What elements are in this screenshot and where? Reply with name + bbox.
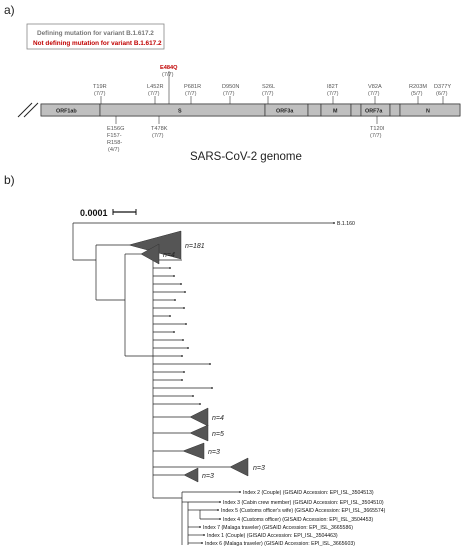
gene-n: [399, 103, 461, 117]
mutation-i82t-count: (7/7): [327, 91, 339, 97]
gene-label-m: M: [333, 109, 338, 115]
mutation-t19r: T19R: [93, 84, 107, 90]
legend-defining: Defining mutation for variant B.1.617.2: [37, 30, 154, 37]
collapsed-clades: [128, 230, 249, 483]
index-4-label: Index 4 (Customs officer) (GISAID Access…: [223, 517, 373, 523]
clade-count-3b: n=3: [253, 465, 265, 472]
mutation-r158-del: R158-: [107, 140, 122, 146]
clade-triangle-3b: [229, 457, 249, 477]
mutation-e484q-count: (7/7): [162, 72, 174, 78]
mutation-d377y: D377Y: [434, 84, 451, 90]
panel-a-label: a): [4, 3, 15, 17]
index-5-label: Index 5 (Customs officer's wife) (GISAID…: [221, 508, 386, 514]
index-2-label: Index 2 (Couple) (GISAID Accession: EPI_…: [243, 490, 374, 496]
mutation-e156g: E156G: [107, 126, 124, 132]
mutation-p681r: P681R: [184, 84, 201, 90]
genome-title: SARS-CoV-2 genome: [190, 151, 302, 163]
gene-label-orf3a: ORF3a: [276, 109, 294, 115]
panel-b-label: b): [4, 173, 15, 187]
clade-count-4a: n=4: [163, 252, 175, 259]
mutation-s26l: S26L: [262, 84, 275, 90]
mutation-d377y-count: (6/7): [436, 91, 448, 97]
phylogenetic-tree: [72, 222, 334, 545]
mutation-l452r: L452R: [147, 84, 163, 90]
mutations-bottom: E156G F157- R158- (4/7) T478K (7/7) T120…: [107, 116, 385, 153]
scale-value: 0.0001: [80, 208, 108, 218]
leaf-tips: [169, 222, 335, 544]
mutation-l452r-count: (7/7): [148, 91, 160, 97]
outgroup-label: B.1.160: [337, 221, 355, 227]
mutation-r203m: R203M: [409, 84, 427, 90]
mutation-t19r-count: (7/7): [94, 91, 106, 97]
mutation-t120i: T120I: [370, 126, 385, 132]
mutation-v82a: V82A: [368, 84, 382, 90]
gene-label-orf7a: ORF7a: [365, 109, 383, 115]
mutation-e156g-count: (4/7): [108, 147, 120, 153]
scale-bar: 0.0001: [80, 208, 137, 218]
mutation-d950n-count: (7/7): [223, 91, 235, 97]
gene-small-1: [307, 103, 322, 117]
gene-label-n: N: [426, 109, 430, 115]
mutation-d950n: D950N: [222, 84, 239, 90]
index-7-label: Index 7 (Malaga traveler) (GISAID Access…: [203, 525, 353, 531]
clade-count-181: n=181: [185, 243, 205, 250]
mutation-s26l-count: (7/7): [262, 91, 274, 97]
index-1-label: Index 1 (Couple) (GISAID Accession: EPI_…: [207, 533, 338, 539]
mutation-r203m-count: (5/7): [411, 91, 423, 97]
mutation-t478k: T478K: [151, 126, 168, 132]
clade-count-3a: n=3: [208, 449, 220, 456]
index-3-label: Index 3 (Cabin crew member) (GISAID Acce…: [223, 500, 384, 506]
clade-triangle-4b: [189, 407, 209, 427]
mutation-p681r-count: (7/7): [185, 91, 197, 97]
legend-not-defining: Not defining mutation for variant B.1.61…: [33, 40, 162, 47]
mutation-t120i-count: (7/7): [370, 133, 382, 139]
clade-triangle-4a: [140, 243, 160, 265]
gene-label-s: S: [178, 109, 182, 115]
clade-count-4b: n=4: [212, 415, 224, 422]
mutation-i82t: I82T: [327, 84, 339, 90]
gene-s: [99, 103, 266, 117]
index-6-label: Index 6 (Malaga traveler) (GISAID Access…: [205, 541, 355, 547]
gene-label-orf1ab: ORF1ab: [56, 109, 77, 115]
clade-count-3c: n=3: [202, 473, 214, 480]
gene-small-2: [350, 103, 362, 117]
mutation-v82a-count: (7/7): [368, 91, 380, 97]
gene-small-3: [389, 103, 401, 117]
genome-bar: ORF1ab S ORF3a M ORF7a N: [17, 102, 461, 118]
legend-box: Defining mutation for variant B.1.617.2 …: [26, 23, 165, 50]
clade-triangle-5: [189, 424, 209, 442]
clade-triangle-3a: [182, 442, 205, 460]
clade-triangle-3c: [183, 467, 199, 483]
mutation-f157-del: F157-: [107, 133, 122, 139]
mutation-t478k-count: (7/7): [152, 133, 164, 139]
mutation-e484q: E484Q: [160, 65, 178, 71]
mutations-top: T19R (7/7) L452R (7/7) E484Q (7/7) P681R…: [93, 65, 451, 104]
clade-count-5: n=5: [212, 431, 224, 438]
